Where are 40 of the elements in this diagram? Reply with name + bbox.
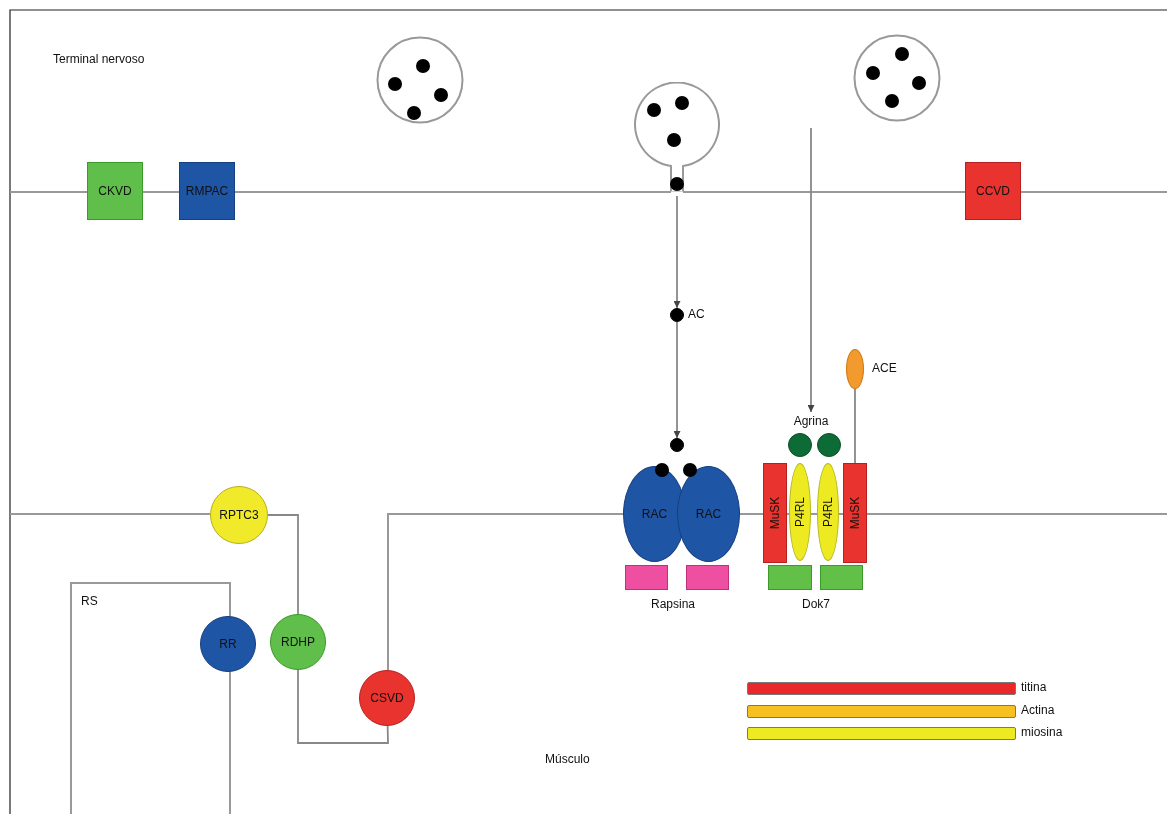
protein-ellipse: P4RL (789, 463, 811, 561)
protein-ellipse: P4RL (817, 463, 839, 561)
connector-line (297, 669, 389, 744)
protein-box (768, 565, 812, 590)
vesicle (376, 36, 464, 124)
node-label: ACE (872, 361, 897, 375)
connector-line (267, 514, 299, 615)
arrow (807, 127, 815, 413)
acetylcholine-dot (670, 308, 684, 322)
agrin-circle (817, 433, 841, 457)
agrin-circle (788, 433, 812, 457)
legend-label: miosina (1021, 725, 1063, 739)
channel-circle: RPTC3 (210, 486, 268, 544)
text-label: Rapsina (650, 597, 696, 611)
protein-label: Agrina (784, 412, 838, 430)
text-label: Músculo (545, 752, 590, 766)
acetylcholine-dot (670, 438, 684, 452)
protein-box (820, 565, 863, 590)
node-label: AC (688, 307, 705, 321)
channel-box: CKVD (87, 162, 143, 220)
text-label: Terminal nervoso (53, 52, 145, 66)
channel-circle: CSVD (359, 670, 415, 726)
kinase-bar: MuSK (763, 463, 787, 563)
protein-box (625, 565, 668, 590)
docked-vesicle (634, 82, 720, 196)
text-label: Dok7 (801, 597, 831, 611)
legend-label: Actina (1021, 702, 1055, 717)
arrow (673, 195, 681, 309)
receptor-circle: RR (200, 616, 256, 672)
arrow (673, 321, 681, 439)
receptor-ellipse: RAC (677, 466, 740, 562)
channel-box: CCVD (965, 162, 1021, 220)
enzyme-ellipse (846, 349, 864, 389)
receptor-circle: RDHP (270, 614, 326, 670)
vesicle (853, 34, 941, 122)
connector-line (854, 388, 856, 464)
kinase-bar: MuSK (843, 463, 867, 563)
legend-label: titina (1021, 680, 1047, 694)
protein-box (686, 565, 729, 590)
channel-box: RMPAC (179, 162, 235, 220)
